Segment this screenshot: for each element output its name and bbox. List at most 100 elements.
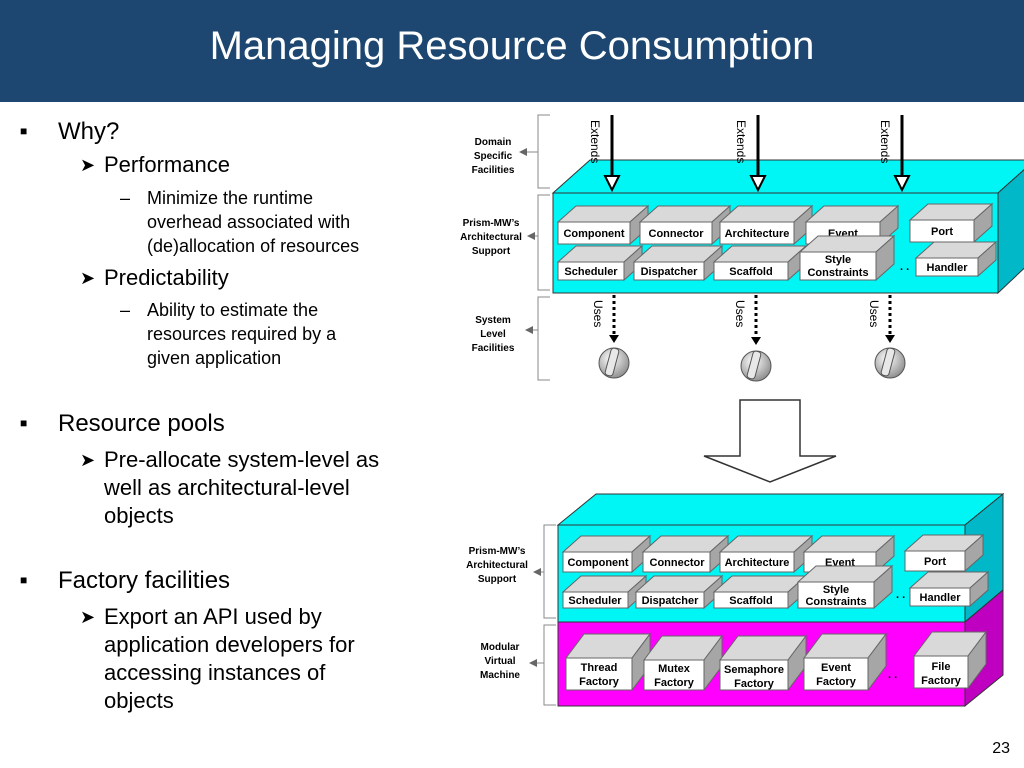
bottom-left-labels: Prism-MW’s Architectural Support Modular… <box>466 546 528 681</box>
box-label: Dispatcher <box>642 595 700 607</box>
dash-bullet-icon: – <box>120 188 131 208</box>
knob-icon <box>874 347 906 379</box>
box-scheduler: Scheduler <box>561 574 648 610</box>
box-label: Scaffold <box>729 266 772 278</box>
box-dispatcher: Dispatcher <box>632 244 724 282</box>
knob-icon <box>740 350 772 382</box>
prism-label-2: Architectural <box>460 232 522 243</box>
box-label-line-1: File <box>932 661 951 673</box>
arrow-bullet-icon: ➤ <box>80 450 96 470</box>
uses-label: Uses <box>591 300 605 327</box>
box-label: Architecture <box>725 228 790 240</box>
factory-detail-line-1: Export an API used by <box>104 604 322 629</box>
predictability-detail-line-3: given application <box>147 348 282 368</box>
box-architecture: Architecture <box>718 204 814 246</box>
resource-pools-line-2: well as architectural-level <box>104 475 350 500</box>
box-label-line-2: Factory <box>654 677 695 689</box>
prism-label-1: Prism-MW’s <box>463 218 520 229</box>
box-port: Port <box>903 533 985 573</box>
box-label-line-1: Semaphore <box>724 664 784 676</box>
bullet-square-icon: ■ <box>20 416 28 430</box>
box-label-line-2: Factory <box>921 675 962 687</box>
transition-arrow-icon <box>703 399 837 483</box>
performance-detail-line-1: Minimize the runtime <box>147 188 314 208</box>
modular-label-1: Modular <box>481 642 520 653</box>
bullet-square-icon: ■ <box>20 124 28 138</box>
resource-pools-line-3: objects <box>104 503 174 528</box>
box-semaphore-factory: Semaphore Factory <box>719 634 807 692</box>
resource-pools-line-1: Pre-allocate system-level as <box>104 447 380 472</box>
box-connector: Connector <box>641 534 730 574</box>
bottom-row1: Component Connector Architecture Event P… <box>561 533 985 574</box>
prism-label-2: Architectural <box>466 560 528 571</box>
box-connector: Connector <box>638 204 732 246</box>
bottom-row3-factories: Thread Factory Mutex Factory Semaphore F… <box>565 630 987 692</box>
modular-label-2: Virtual <box>485 656 516 667</box>
box-label: Scaffold <box>729 595 772 607</box>
box-label-line-1: Thread <box>581 662 618 674</box>
box-event-factory: Event Factory <box>803 632 887 692</box>
box-component: Component <box>556 204 650 246</box>
box-mutex-factory: Mutex Factory <box>643 634 723 692</box>
system-label-1: System <box>475 315 511 326</box>
arrow-bullet-icon: ➤ <box>80 268 96 288</box>
box-label: Scheduler <box>564 266 618 278</box>
top-row1: Component Connector Architecture Event P… <box>556 202 994 246</box>
box-label: Component <box>567 557 628 569</box>
box-scheduler: Scheduler <box>556 244 644 282</box>
top-brackets <box>519 114 550 381</box>
domain-label-3: Facilities <box>472 165 515 176</box>
slide-title: Managing Resource Consumption <box>209 24 815 68</box>
box-dispatcher: Dispatcher <box>634 574 724 610</box>
box-label: Dispatcher <box>641 266 699 278</box>
box-label: Component <box>563 228 624 240</box>
top-left-labels: Domain Specific Facilities Prism-MW’s Ar… <box>460 137 522 354</box>
bottom-brackets <box>529 524 556 706</box>
factory-detail-line-2: application developers for <box>104 632 355 657</box>
box-label-line-2: Constraints <box>805 596 866 608</box>
title-bar <box>0 0 1024 102</box>
page-number: 23 <box>992 740 1010 757</box>
ellipsis: . . <box>896 589 905 601</box>
predictability-detail-line-2: resources required by a <box>147 324 337 344</box>
system-label-2: Level <box>480 329 506 340</box>
bottom-row2: Scheduler Dispatcher Scaffold Style Cons… <box>561 564 990 610</box>
arrow-bullet-icon: ➤ <box>80 155 96 175</box>
factory-detail-line-4: objects <box>104 688 174 713</box>
bullet-factory-facilities: Factory facilities <box>58 567 231 594</box>
bullet-predictability: Predictability <box>104 265 229 290</box>
box-style-constraints: Style Constraints <box>798 234 896 282</box>
box-label-line-2: Constraints <box>807 267 868 279</box>
box-label-line-2: Factory <box>816 676 857 688</box>
prism-label-3: Support <box>472 246 511 257</box>
domain-label-1: Domain <box>475 137 512 148</box>
performance-detail-line-3: (de)allocation of resources <box>147 236 360 256</box>
performance-detail-line-2: overhead associated with <box>147 212 351 232</box>
uses-arrows: Uses Uses Uses <box>591 295 895 345</box>
box-label: Architecture <box>725 557 790 569</box>
box-event: Event <box>802 534 896 574</box>
bullet-why: Why? <box>58 118 120 145</box>
extends-label: Extends <box>734 120 748 163</box>
box-label: Scheduler <box>568 595 622 607</box>
box-label: Connector <box>650 557 706 569</box>
resource-knob-icons <box>598 347 906 382</box>
bullet-square-icon: ■ <box>20 573 28 587</box>
box-handler: Handler <box>914 240 998 278</box>
box-scaffold: Scaffold <box>712 244 808 282</box>
uses-label: Uses <box>867 300 881 327</box>
box-label-line-1: Mutex <box>658 663 691 675</box>
prism-label-1: Prism-MW’s <box>469 546 526 557</box>
box-label-line-2: Factory <box>579 676 620 688</box>
arrow-bullet-icon: ➤ <box>80 607 96 627</box>
knob-icon <box>598 347 630 379</box>
predictability-detail-line-1: Ability to estimate the <box>147 300 319 320</box>
top-row2: Scheduler Dispatcher Scaffold Style Cons… <box>556 234 998 282</box>
ellipsis: . . <box>888 669 897 681</box>
domain-label-2: Specific <box>474 151 513 162</box>
system-label-3: Facilities <box>472 343 515 354</box>
box-scaffold: Scaffold <box>712 574 808 610</box>
bullet-resource-pools: Resource pools <box>58 410 225 437</box>
bullet-performance: Performance <box>104 152 230 177</box>
